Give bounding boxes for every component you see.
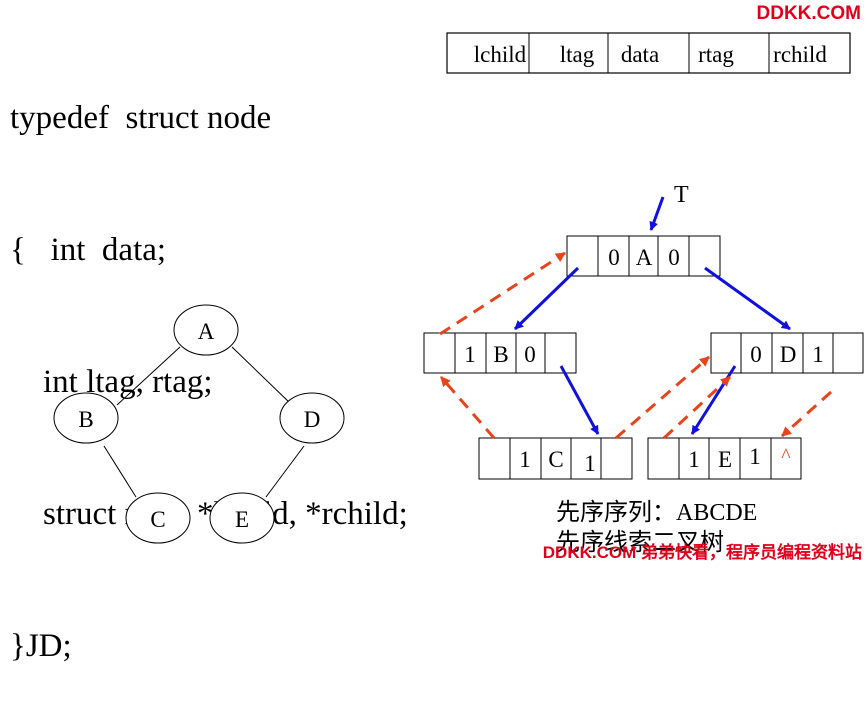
tree-label-b: B [78, 407, 93, 432]
threaded-node-c: 1 C 1 [478, 437, 633, 480]
threaded-tree-caption: 先序线索二叉树 [556, 530, 724, 556]
b-ltag: 1 [464, 342, 476, 367]
root-ltag: 0 [608, 245, 620, 270]
thread-arrow-c-d [615, 355, 710, 440]
root-data: A [636, 245, 653, 270]
field-lchild: lchild [474, 42, 527, 67]
code-line-3: int ltag, rtag; [10, 364, 213, 400]
field-data: data [621, 42, 659, 67]
threaded-node-d: 0 D 1 [710, 332, 864, 374]
e-rtag: 1 [749, 444, 761, 469]
tree-node-e [209, 492, 275, 544]
d-ltag: 0 [750, 342, 762, 367]
e-rchild-null: ^ [781, 445, 791, 467]
tree-node-c [125, 492, 191, 544]
child-arrow-b-c [559, 365, 600, 435]
tree-node-d [279, 392, 345, 444]
field-ltag: ltag [560, 42, 595, 67]
tree-label-a: A [198, 319, 215, 344]
thread-arrow-e-d [662, 375, 732, 440]
tree-label-e: E [235, 507, 249, 532]
field-rtag: rtag [698, 42, 734, 67]
preorder-sequence-caption: 先序序列：ABCDE [556, 500, 758, 526]
tree-node-a [173, 304, 239, 356]
root-pointer-arrow [649, 196, 665, 231]
threaded-node-b: 1 B 0 [423, 332, 577, 374]
threaded-node-e: 1 E 1 ^ [647, 437, 802, 480]
tree-label-c: C [150, 507, 165, 532]
threaded-node-root: 0 A 0 [566, 235, 721, 277]
d-rtag: 1 [812, 342, 824, 367]
tree-label-d: D [304, 407, 321, 432]
code-line-5: }JD; [10, 628, 72, 664]
b-data: B [493, 342, 508, 367]
tree-node-b [53, 392, 119, 444]
d-data: D [780, 342, 797, 367]
thread-arrow-b-a [439, 251, 566, 336]
node-field-table: lchild ltag data rtag rchild [446, 32, 851, 74]
thread-arrow-d-e [780, 390, 833, 438]
child-arrow-d-e [690, 365, 737, 435]
thread-arrow-c-b [439, 376, 496, 439]
diagram-canvas: lchild ltag data rtag rchild A B D C E 0… [53, 32, 864, 544]
c-ltag: 1 [519, 447, 531, 472]
e-ltag: 1 [688, 447, 700, 472]
c-data: C [548, 447, 563, 472]
root-pointer-label: T [674, 182, 689, 208]
watermark-bottom: DDKK.COM 弟弟快看，程序员编程资料站 [542, 543, 862, 562]
field-rchild: rchild [773, 42, 827, 67]
child-arrow-a-b [513, 266, 580, 331]
c-rtag: 1 [584, 451, 596, 476]
root-rtag: 0 [668, 245, 680, 270]
code-line-2: { int data; [10, 232, 167, 268]
binary-tree: A B D C E [53, 304, 345, 544]
child-arrow-a-d [704, 266, 791, 331]
watermark-top: DDKK.COM [756, 3, 862, 24]
b-rtag: 0 [524, 342, 536, 367]
e-data: E [718, 447, 732, 472]
code-line-1: typedef struct node [10, 100, 272, 136]
